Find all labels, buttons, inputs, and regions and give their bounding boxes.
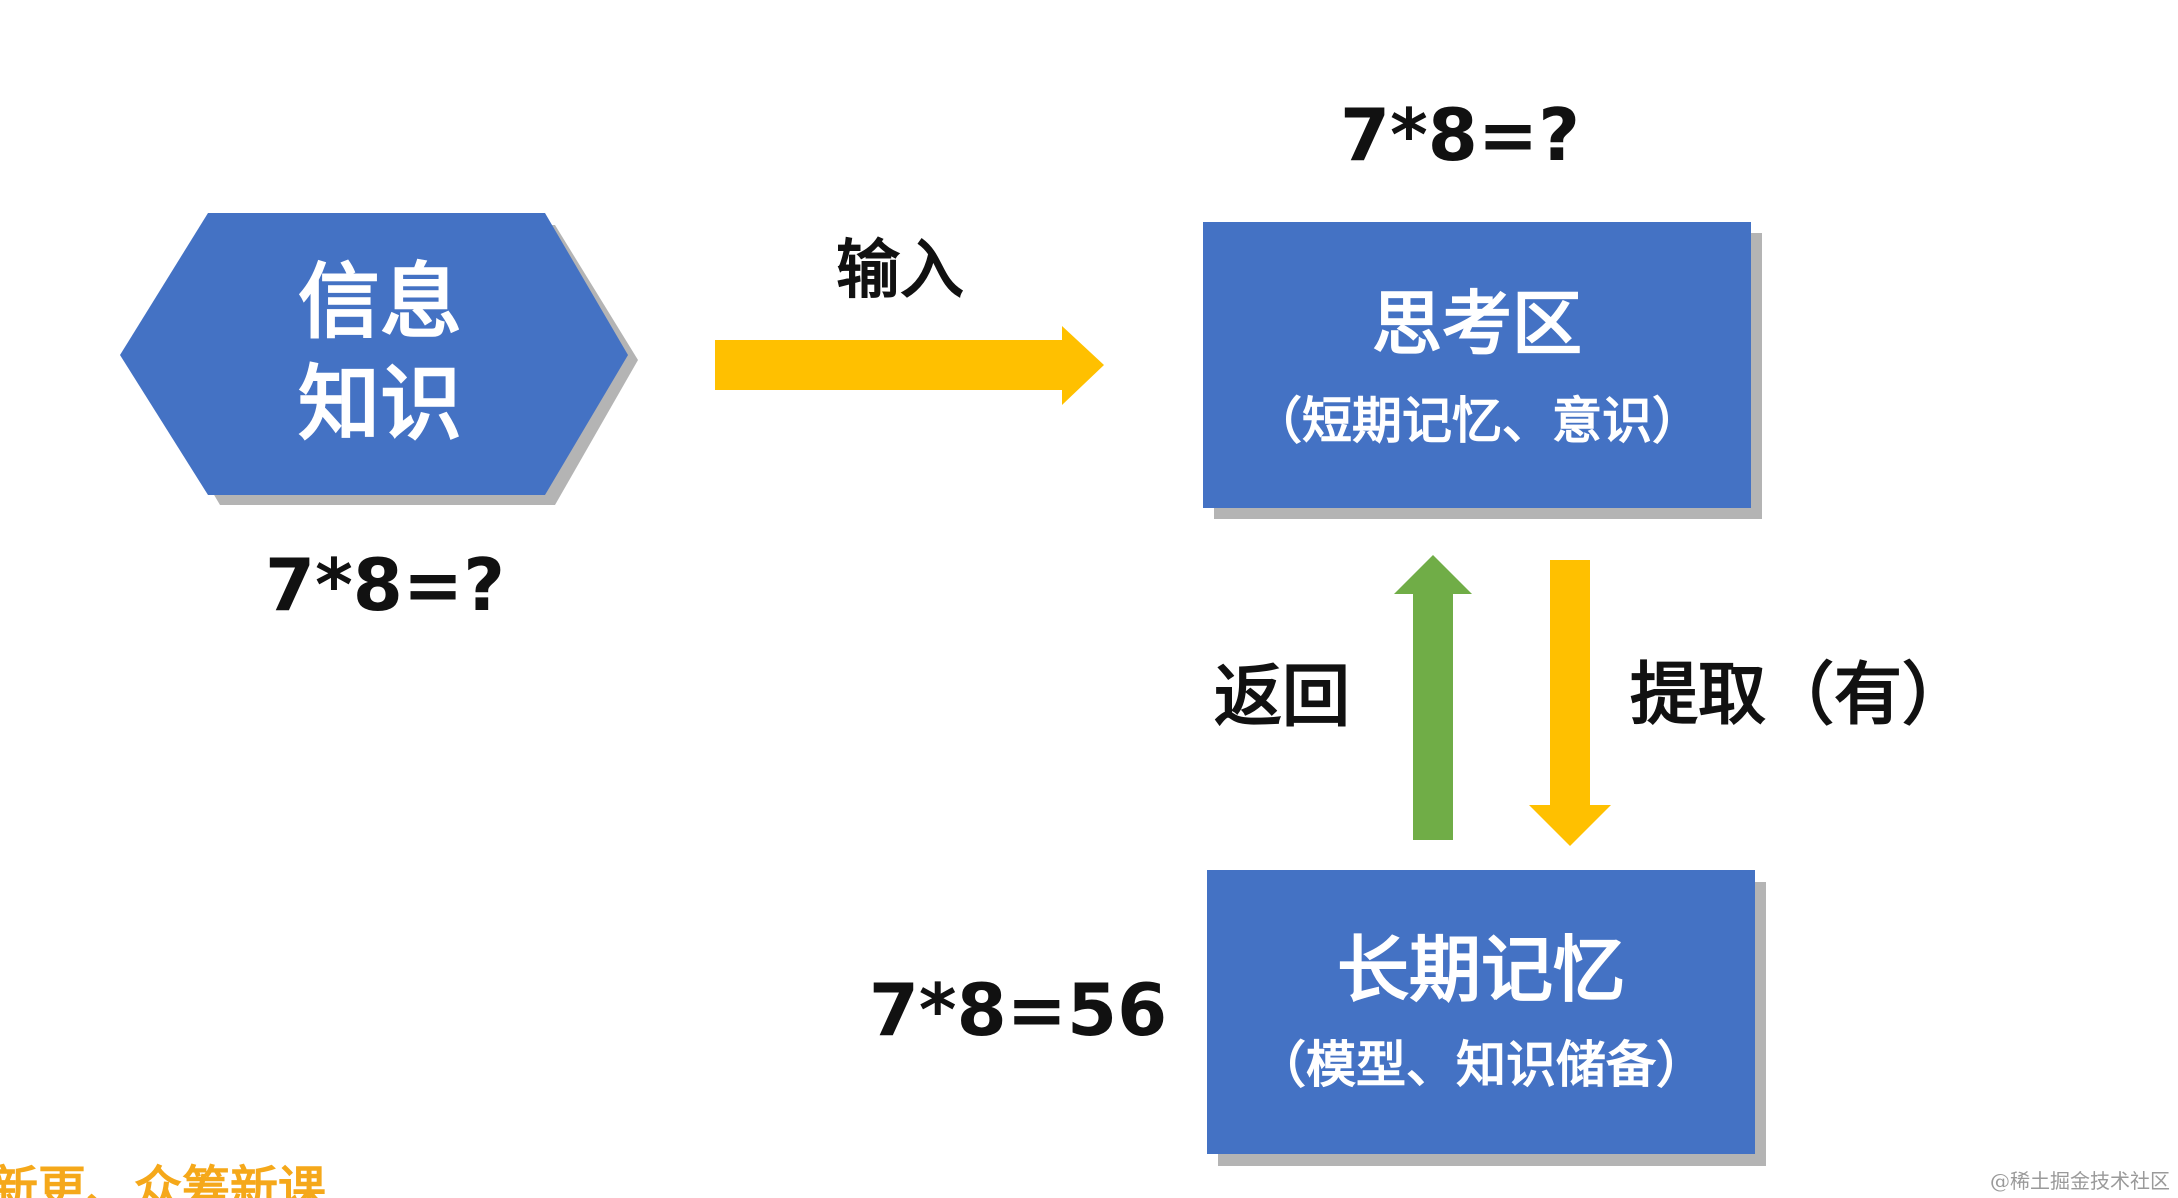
arrow-input-shape (715, 326, 1104, 405)
arrow-input: 输入 (715, 234, 1104, 405)
footer-watermark: @稀土掘金技术社区 (1990, 1169, 2170, 1193)
box-thinking-rect (1203, 222, 1751, 508)
arrow-extract: 提取（有） (1529, 560, 1970, 846)
arrow-extract-shape (1529, 560, 1611, 846)
arrow-return-label: 返回 (1214, 658, 1350, 737)
arrow-extract-label: 提取（有） (1630, 656, 1970, 735)
arrow-input-label: 输入 (836, 234, 964, 308)
hexagon-line2: 知识 (298, 357, 462, 452)
box-thinking-title: 思考区 (1372, 283, 1582, 365)
hexagon-shape (120, 213, 628, 495)
box-thinking-area: 思考区 （短期记忆、意识） (1203, 222, 1762, 519)
expression-answer: 7*8=56 (869, 968, 1167, 1052)
hexagon-line1: 信息 (298, 255, 462, 350)
expression-question-left: 7*8=? (265, 543, 505, 627)
arrow-return-shape (1394, 555, 1472, 840)
box-memory-rect (1207, 870, 1755, 1154)
box-memory-subtitle: （模型、知识储备） (1256, 1036, 1706, 1094)
arrow-return: 返回 (1214, 555, 1472, 840)
footer-ticker: 新更、众筹新课 (0, 1161, 327, 1198)
hexagon-information-knowledge: 信息 知识 (120, 213, 638, 505)
box-thinking-subtitle: （短期记忆、意识） (1252, 392, 1702, 450)
expression-question-top: 7*8=? (1340, 93, 1580, 177)
box-memory-title: 长期记忆 (1337, 928, 1625, 1012)
box-long-term-memory: 长期记忆 （模型、知识储备） (1207, 870, 1766, 1166)
